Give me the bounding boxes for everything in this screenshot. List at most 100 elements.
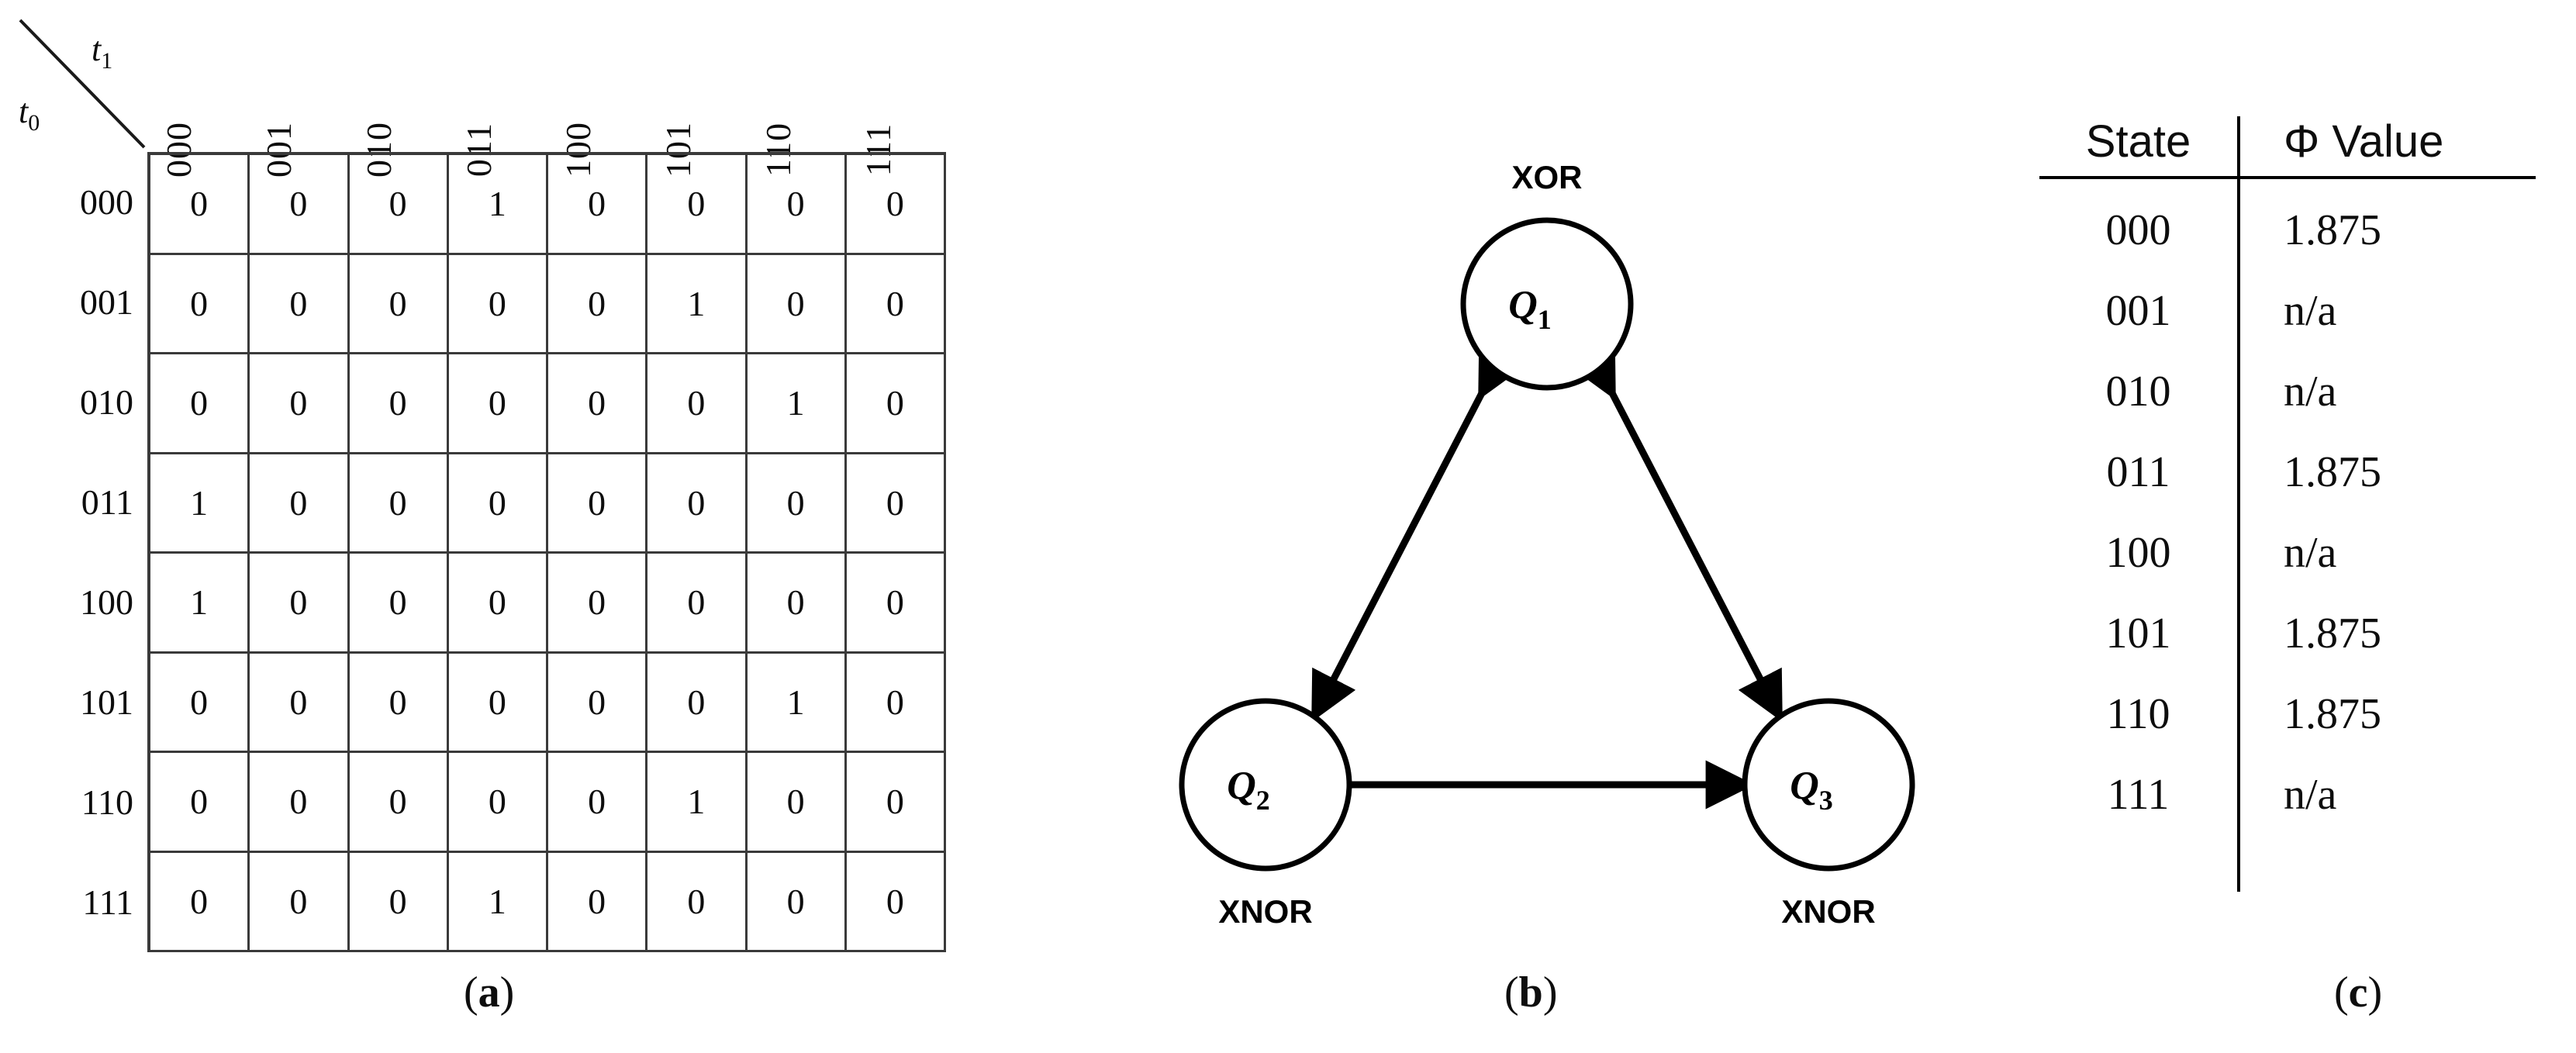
panel-b-state-graph: Q1 XOR Q2 XNOR Q3 XNOR — [962, 0, 1954, 1053]
phi-header-value: Φ Value — [2284, 116, 2444, 167]
table-row: 100 n/a — [2039, 513, 2536, 593]
table-cell: 0 — [747, 852, 847, 952]
row-header-1: 001 — [80, 282, 133, 322]
truth-table-grid: 0 0 0 1 0 0 0 0 0 0 0 0 0 1 0 0 0 0 — [147, 152, 946, 952]
row-header-2: 010 — [80, 382, 133, 422]
phi-cell-state: 011 — [2106, 447, 2170, 496]
caption-c: (c) — [2334, 968, 2383, 1017]
truth-table-row-headers: 000 001 010 011 100 101 110 111 — [17, 152, 147, 952]
table-row: 000 1.875 — [2039, 190, 2536, 271]
table-cell: 0 — [448, 753, 548, 853]
table-cell: 0 — [846, 653, 946, 753]
table-row: 101 1.875 — [2039, 593, 2536, 674]
table-cell: 0 — [846, 852, 946, 952]
node-q3-gate-label: XNOR — [1781, 893, 1875, 930]
phi-cell-state: 000 — [2105, 205, 2171, 254]
caption-a: (a) — [464, 968, 515, 1017]
table-cell: 0 — [846, 554, 946, 654]
phi-cell-value: 1.875 — [2284, 447, 2381, 496]
table-row: 0 0 0 1 0 0 0 0 — [150, 155, 946, 255]
phi-cell-value: 1.875 — [2284, 689, 2381, 738]
truth-table-column-headers: 000 001 010 011 100 101 110 111 — [147, 16, 946, 178]
phi-cell-state: 010 — [2105, 367, 2171, 416]
phi-cell-value: 1.875 — [2284, 205, 2381, 254]
column-header-0: 000 — [147, 16, 247, 178]
node-q2-gate-label: XNOR — [1218, 893, 1312, 930]
table-cell: 0 — [250, 354, 350, 454]
table-row: 0 0 0 1 0 0 0 0 — [150, 852, 946, 952]
table-cell: 0 — [448, 454, 548, 554]
table-cell: 0 — [250, 852, 350, 952]
row-header-4: 100 — [80, 582, 133, 622]
table-cell: 0 — [448, 653, 548, 753]
table-cell: 0 — [548, 753, 648, 853]
column-header-5: 101 — [647, 16, 747, 178]
table-cell: 0 — [548, 454, 648, 554]
phi-cell-state: 110 — [2106, 689, 2170, 738]
node-q3[interactable] — [1742, 698, 1915, 872]
phi-table-header-row: State Φ Value — [2039, 116, 2536, 174]
axis-label-t1: t1 — [92, 30, 113, 74]
node-q1[interactable] — [1460, 217, 1634, 391]
phi-cell-state: 100 — [2105, 528, 2171, 577]
table-row: 011 1.875 — [2039, 432, 2536, 513]
phi-cell-state: 101 — [2105, 609, 2171, 658]
node-q2-label: Q2 — [1227, 764, 1270, 816]
table-cell: 1 — [150, 554, 250, 654]
table-cell: 1 — [747, 653, 847, 753]
table-cell: 0 — [846, 155, 946, 255]
phi-header-state: State — [2085, 116, 2191, 167]
column-header-7: 111 — [846, 16, 946, 177]
table-cell: 0 — [747, 454, 847, 554]
table-cell: 0 — [250, 254, 350, 354]
table-cell: 0 — [448, 254, 548, 354]
edge-q1-q3 — [1571, 345, 1783, 723]
table-cell: 0 — [150, 852, 250, 952]
table-cell: 0 — [647, 852, 748, 952]
table-cell: 0 — [349, 454, 449, 554]
phi-table-vertical-rule — [2237, 116, 2240, 892]
column-header-1: 001 — [247, 16, 347, 178]
table-cell: 1 — [647, 753, 748, 853]
table-row: 0 0 0 0 0 1 0 0 — [150, 753, 946, 853]
table-cell: 0 — [548, 653, 648, 753]
table-cell: 0 — [747, 554, 847, 654]
table-cell: 1 — [647, 254, 748, 354]
table-row: 110 1.875 — [2039, 674, 2536, 754]
table-cell: 0 — [448, 354, 548, 454]
table-cell: 0 — [548, 254, 648, 354]
edge-q1-q2 — [1311, 345, 1523, 723]
table-cell: 0 — [846, 354, 946, 454]
table-cell: 0 — [150, 653, 250, 753]
phi-cell-value: n/a — [2284, 367, 2337, 416]
table-cell: 0 — [548, 852, 648, 952]
table-cell: 0 — [747, 753, 847, 853]
phi-cell-value: 1.875 — [2284, 609, 2381, 658]
table-cell: 0 — [647, 454, 748, 554]
truth-table-corner-cell — [17, 17, 147, 150]
table-cell: 0 — [548, 354, 648, 454]
table-row: 0 0 0 0 0 0 1 0 — [150, 354, 946, 454]
table-cell: 0 — [150, 753, 250, 853]
state-graph: Q1 XOR Q2 XNOR Q3 XNOR — [1179, 159, 1915, 930]
table-cell: 0 — [349, 254, 449, 354]
node-q3-label: Q3 — [1790, 764, 1833, 816]
row-header-7: 111 — [82, 882, 133, 922]
table-cell: 0 — [846, 753, 946, 853]
column-header-6: 110 — [747, 16, 847, 177]
table-cell: 0 — [846, 254, 946, 354]
node-q2[interactable] — [1179, 698, 1352, 872]
column-header-2: 010 — [347, 16, 447, 178]
table-cell: 1 — [747, 354, 847, 454]
table-cell: 0 — [647, 554, 748, 654]
row-header-3: 011 — [81, 482, 133, 522]
node-q1-gate-label: XOR — [1511, 159, 1582, 195]
table-cell: 0 — [448, 554, 548, 654]
table-cell: 0 — [747, 155, 847, 255]
row-header-0: 000 — [80, 182, 133, 222]
table-cell: 0 — [349, 354, 449, 454]
table-row: 111 n/a — [2039, 754, 2536, 835]
table-cell: 0 — [250, 653, 350, 753]
table-row: 1 0 0 0 0 0 0 0 — [150, 554, 946, 654]
table-cell: 0 — [349, 653, 449, 753]
